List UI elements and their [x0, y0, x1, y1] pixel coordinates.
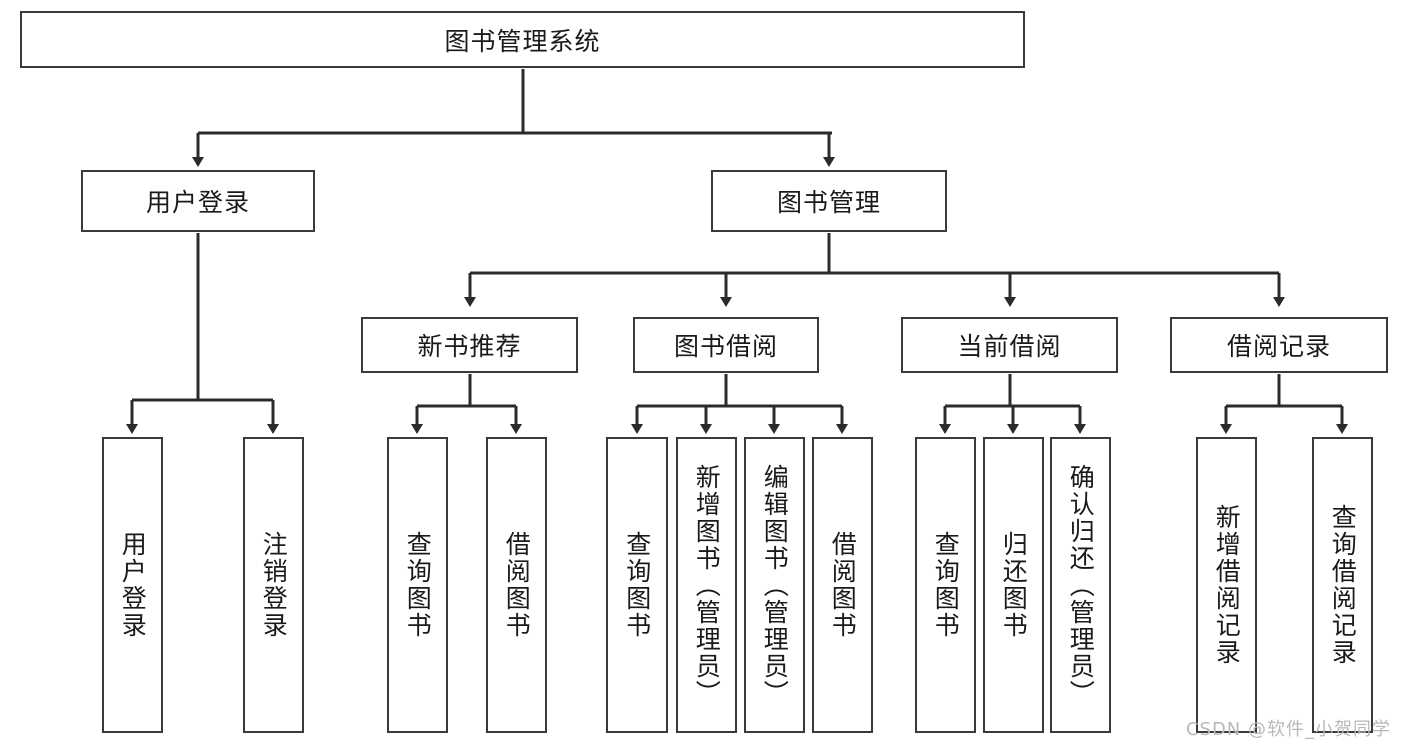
node-label: 用户登录	[145, 188, 250, 217]
leaf-recommend-borrow-book[interactable]: 借阅图书	[486, 437, 547, 733]
leaf-current-return-book[interactable]: 归还图书	[983, 437, 1044, 733]
leaf-recommend-query-book[interactable]: 查询图书	[387, 437, 448, 733]
node-label: 用户登录	[118, 531, 148, 639]
node-current-borrow[interactable]: 当前借阅	[901, 317, 1118, 373]
node-label: 新增图书（管理员）	[692, 463, 722, 707]
node-label: 查询图书	[931, 531, 961, 639]
leaf-record-query-record[interactable]: 查询借阅记录	[1312, 437, 1373, 733]
node-label: 确认归还（管理员）	[1066, 463, 1096, 707]
node-label: 新增借阅记录	[1212, 504, 1242, 666]
watermark: CSDN @软件_小贺同学	[1185, 719, 1391, 740]
node-root-system[interactable]: 图书管理系统	[20, 11, 1025, 68]
node-label: 图书管理	[776, 188, 881, 217]
node-label: 借阅记录	[1226, 332, 1331, 361]
node-label: 查询图书	[622, 531, 652, 639]
node-label: 编辑图书（管理员）	[760, 463, 790, 707]
node-book-management[interactable]: 图书管理	[711, 170, 947, 232]
leaf-borrow-add-book-admin[interactable]: 新增图书（管理员）	[676, 437, 737, 733]
leaf-user-login-logout[interactable]: 注销登录	[243, 437, 304, 733]
leaf-record-add-record[interactable]: 新增借阅记录	[1196, 437, 1257, 733]
leaf-current-confirm-return-admin[interactable]: 确认归还（管理员）	[1050, 437, 1111, 733]
node-new-book-recommend[interactable]: 新书推荐	[361, 317, 578, 373]
node-book-borrow[interactable]: 图书借阅	[633, 317, 819, 373]
leaf-user-login-login[interactable]: 用户登录	[102, 437, 163, 733]
node-label: 查询图书	[403, 531, 433, 639]
leaf-borrow-edit-book-admin[interactable]: 编辑图书（管理员）	[744, 437, 805, 733]
node-label: 归还图书	[999, 531, 1029, 639]
node-label: 图书借阅	[673, 332, 778, 361]
node-label: 借阅图书	[502, 531, 532, 639]
node-label: 新书推荐	[417, 332, 522, 361]
node-label: 图书管理系统	[444, 26, 601, 56]
leaf-current-query-book[interactable]: 查询图书	[915, 437, 976, 733]
node-label: 借阅图书	[828, 531, 858, 639]
node-label: 查询借阅记录	[1328, 504, 1358, 666]
leaf-borrow-query-book[interactable]: 查询图书	[606, 437, 668, 733]
node-label: 当前借阅	[957, 332, 1062, 361]
node-label: 注销登录	[259, 531, 289, 639]
node-borrow-record[interactable]: 借阅记录	[1170, 317, 1388, 373]
leaf-borrow-borrow-book[interactable]: 借阅图书	[812, 437, 873, 733]
node-user-login[interactable]: 用户登录	[81, 170, 315, 232]
